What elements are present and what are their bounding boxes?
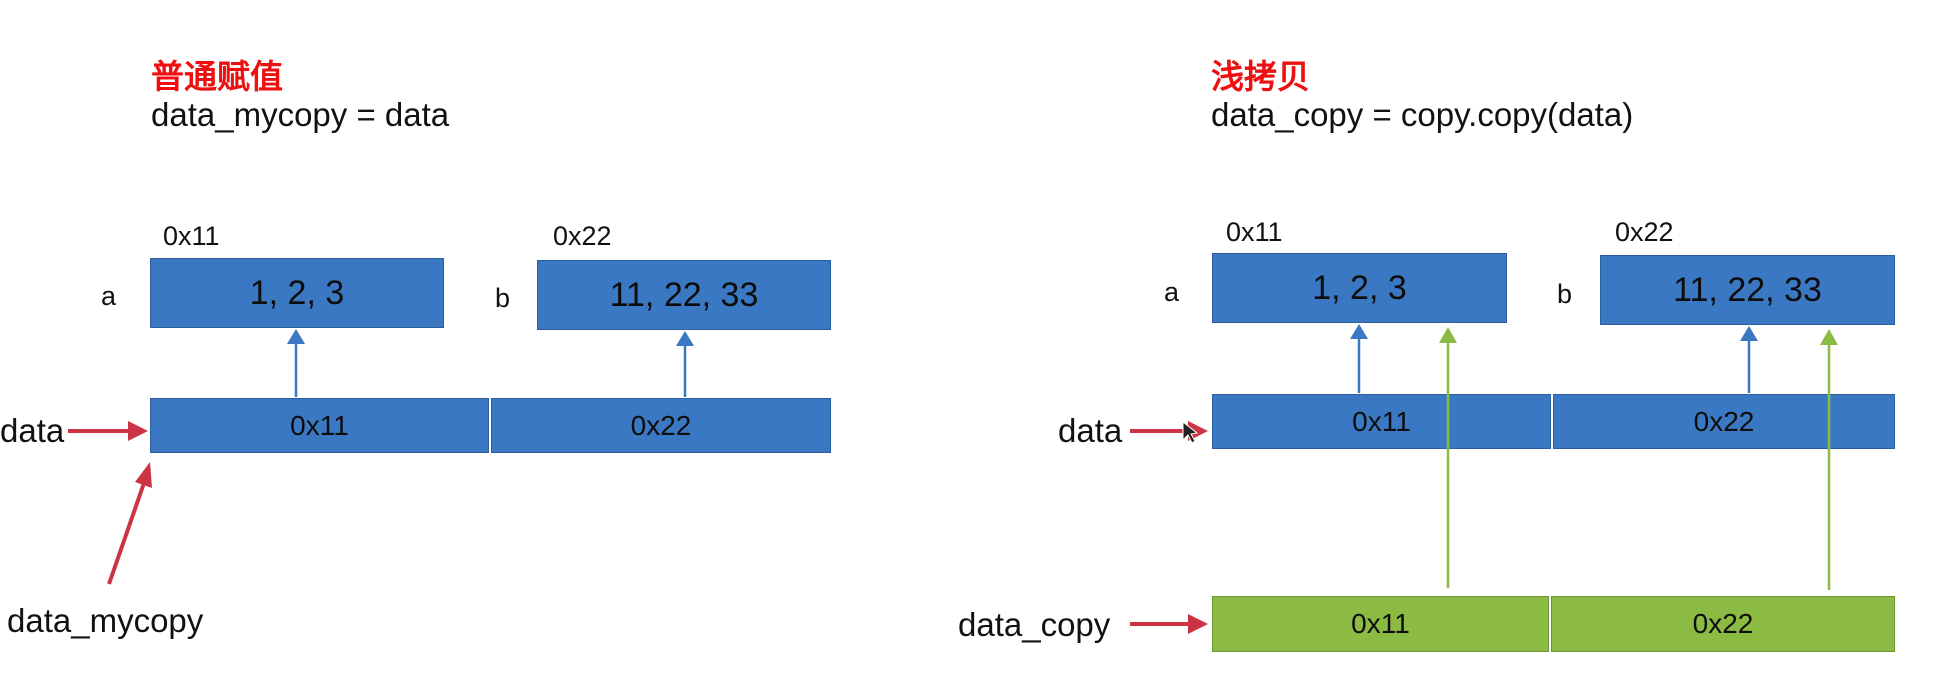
left-code-line: data_mycopy = data bbox=[151, 96, 450, 133]
left-ref-arrow-b bbox=[676, 331, 694, 397]
left-alias-label: data_mycopy bbox=[7, 602, 204, 639]
left-alias-pointer-arrow bbox=[107, 462, 152, 585]
right-data-pointer-arrow bbox=[1130, 421, 1208, 441]
left-heading: 普通赋值 bbox=[151, 58, 283, 95]
right-obj-a-name: a bbox=[1164, 277, 1180, 307]
left-obj-a-address: 0x11 bbox=[163, 221, 220, 251]
left-data-label: data bbox=[0, 412, 65, 449]
right-copy-cell-0: 0x11 bbox=[1212, 596, 1549, 652]
left-obj-b-box: 11, 22, 33 bbox=[537, 260, 831, 330]
right-obj-b-address: 0x22 bbox=[1615, 217, 1674, 247]
left-list-cell-1-text: 0x22 bbox=[630, 409, 692, 441]
left-obj-b-address: 0x22 bbox=[553, 221, 612, 251]
right-obj-a-address: 0x11 bbox=[1226, 217, 1283, 247]
right-heading: 浅拷贝 bbox=[1211, 58, 1310, 95]
right-code-line: data_copy = copy.copy(data) bbox=[1211, 96, 1634, 133]
right-copy-cell-0-text: 0x11 bbox=[1351, 608, 1410, 639]
left-ref-arrow-a bbox=[287, 329, 305, 397]
right-obj-b-value: 11, 22, 33 bbox=[1673, 270, 1822, 309]
right-copy-ref-arrow-a bbox=[1439, 327, 1457, 588]
right-list-cell-1: 0x22 bbox=[1553, 394, 1895, 449]
right-obj-a-box: 1, 2, 3 bbox=[1212, 253, 1507, 323]
right-copy-cell-1-text: 0x22 bbox=[1692, 608, 1754, 639]
mouse-cursor-icon bbox=[1182, 420, 1199, 444]
left-obj-a-name: a bbox=[101, 281, 117, 311]
left-list-cell-0-text: 0x11 bbox=[290, 409, 349, 441]
right-list-cell-1-text: 0x22 bbox=[1693, 405, 1755, 437]
right-copy-ref-arrow-b bbox=[1820, 329, 1838, 590]
right-list-cell-0-text: 0x11 bbox=[1352, 405, 1411, 437]
right-copy-pointer-arrow bbox=[1130, 614, 1208, 634]
left-data-pointer-arrow bbox=[68, 421, 148, 441]
right-copy-label: data_copy bbox=[958, 606, 1111, 643]
right-ref-arrow-a bbox=[1350, 324, 1368, 393]
right-obj-b-box: 11, 22, 33 bbox=[1600, 255, 1895, 325]
right-obj-a-value: 1, 2, 3 bbox=[1312, 268, 1407, 307]
right-data-label: data bbox=[1058, 412, 1123, 449]
right-copy-cell-1: 0x22 bbox=[1551, 596, 1895, 652]
left-obj-a-box: 1, 2, 3 bbox=[150, 258, 444, 328]
right-ref-arrow-b bbox=[1740, 326, 1758, 393]
left-list-cell-1: 0x22 bbox=[491, 398, 831, 453]
left-obj-a-value: 1, 2, 3 bbox=[249, 273, 345, 312]
right-obj-b-name: b bbox=[1557, 279, 1573, 309]
left-obj-b-value: 11, 22, 33 bbox=[609, 275, 759, 314]
left-obj-b-name: b bbox=[495, 283, 511, 313]
left-list-cell-0: 0x11 bbox=[150, 398, 489, 453]
right-list-cell-0: 0x11 bbox=[1212, 394, 1551, 449]
